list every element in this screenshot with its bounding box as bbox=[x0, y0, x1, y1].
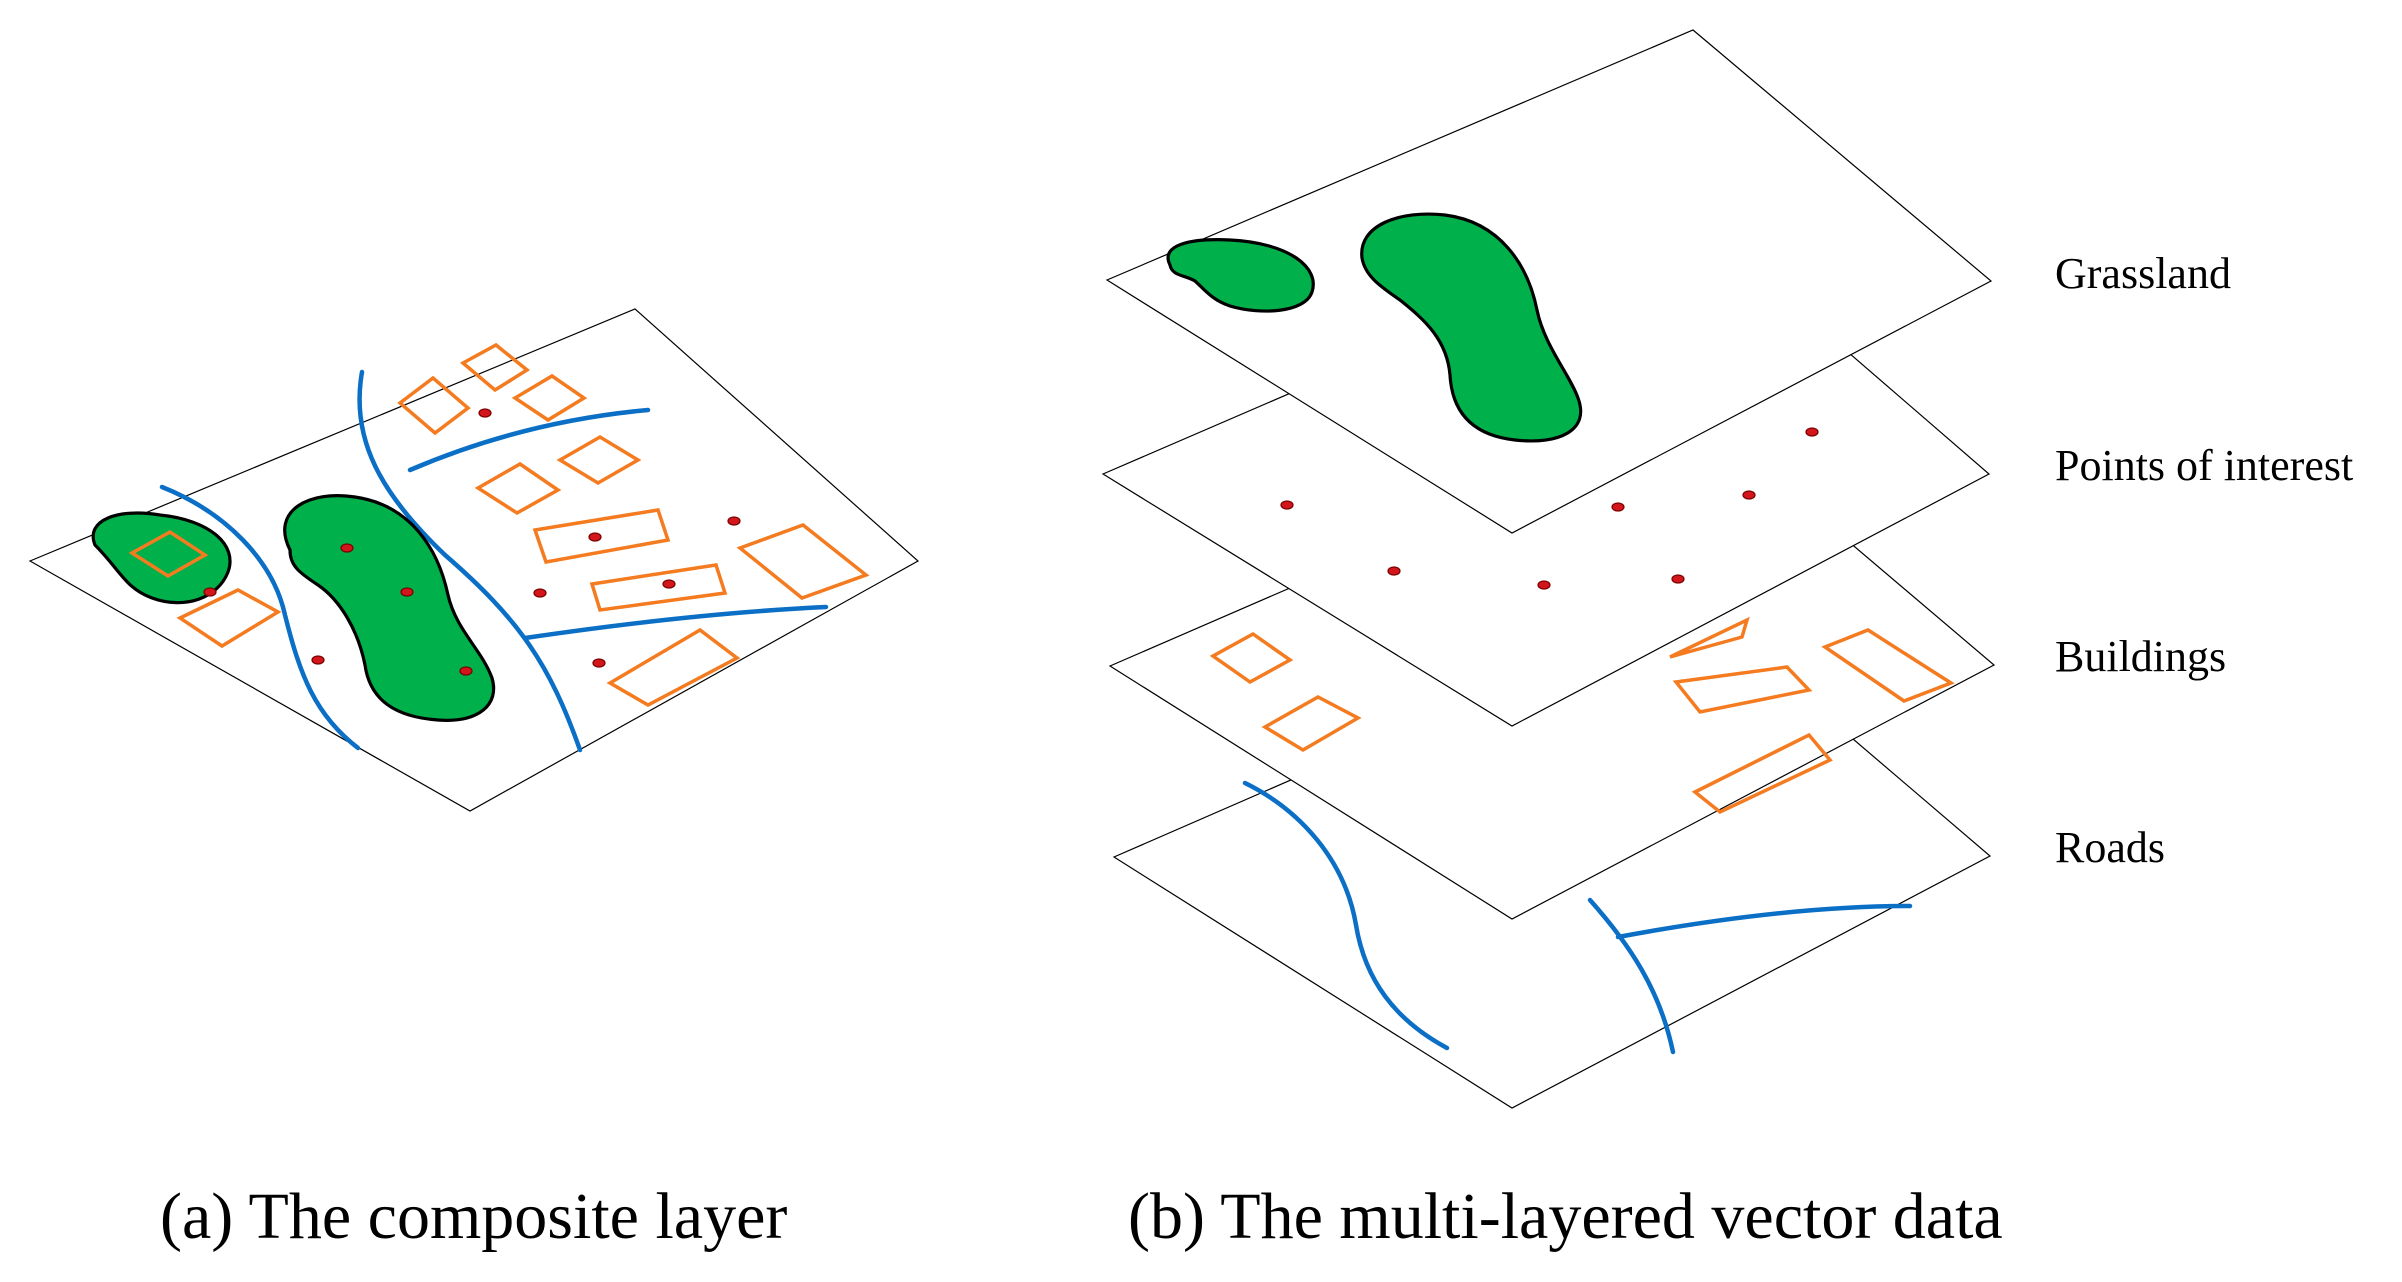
poi-point bbox=[1537, 580, 1551, 590]
composite-poi bbox=[592, 658, 606, 668]
composite-poi bbox=[203, 587, 217, 597]
composite-poi bbox=[533, 588, 547, 598]
composite-building bbox=[176, 588, 282, 649]
buildings-building bbox=[1669, 616, 1750, 659]
composite-grassland-large bbox=[283, 494, 496, 722]
grassland-layer bbox=[1105, 29, 1993, 534]
multilayer-caption: (b) The multi-layered vector data bbox=[1128, 1180, 2003, 1253]
composite-road-lower-branch bbox=[522, 604, 829, 641]
composite-building-on-grassland bbox=[128, 529, 209, 579]
poi-point bbox=[1611, 502, 1625, 512]
poi-point bbox=[1280, 500, 1294, 510]
composite-building bbox=[474, 461, 562, 516]
grassland-plate bbox=[1105, 29, 1993, 534]
composite-poi bbox=[400, 587, 414, 597]
layer-label-roads: Roads bbox=[2055, 823, 2165, 872]
composite-caption: (a) The composite layer bbox=[160, 1180, 787, 1253]
poi-point bbox=[1671, 574, 1685, 584]
composite-grassland-small bbox=[91, 511, 232, 605]
buildings-building bbox=[1261, 695, 1362, 753]
composite-building bbox=[459, 342, 531, 393]
multilayer-stack bbox=[1101, 29, 1996, 1109]
layer-label-points-of-interest: Points of interest bbox=[2055, 441, 2353, 490]
composite-building bbox=[532, 508, 671, 564]
roads-road-left bbox=[1242, 780, 1450, 1051]
grassland-small-patch bbox=[1166, 238, 1315, 313]
composite-plate bbox=[28, 308, 920, 812]
composite-building bbox=[589, 563, 728, 612]
composite-poi bbox=[459, 666, 473, 676]
buildings-building bbox=[1209, 631, 1294, 685]
roads-road-branch bbox=[1615, 903, 1913, 940]
buildings-building bbox=[1691, 732, 1833, 815]
roads-road-right bbox=[1587, 897, 1676, 1055]
buildings-building bbox=[1672, 665, 1813, 714]
composite-poi bbox=[311, 655, 325, 665]
composite-building bbox=[397, 375, 471, 436]
composite-building bbox=[606, 627, 741, 707]
poi-point bbox=[1387, 566, 1401, 576]
composite-road-center bbox=[357, 369, 583, 753]
composite-poi bbox=[662, 579, 676, 589]
composite-poi bbox=[588, 532, 602, 542]
composite-road-left bbox=[159, 484, 361, 751]
composite-poi bbox=[340, 543, 354, 553]
layer-label-grassland: Grassland bbox=[2055, 249, 2231, 298]
composite-building bbox=[556, 434, 642, 486]
composite-poi bbox=[727, 516, 741, 526]
poi-point bbox=[1742, 490, 1756, 500]
composite-layer bbox=[28, 308, 920, 812]
composite-building bbox=[511, 373, 588, 423]
composite-road-upper-branch bbox=[407, 407, 651, 473]
composite-poi bbox=[478, 408, 492, 418]
grassland-large-patch bbox=[1360, 212, 1583, 443]
buildings-building bbox=[1821, 628, 1955, 703]
layer-label-buildings: Buildings bbox=[2055, 632, 2226, 681]
composite-building bbox=[736, 523, 870, 600]
poi-point bbox=[1805, 427, 1819, 437]
